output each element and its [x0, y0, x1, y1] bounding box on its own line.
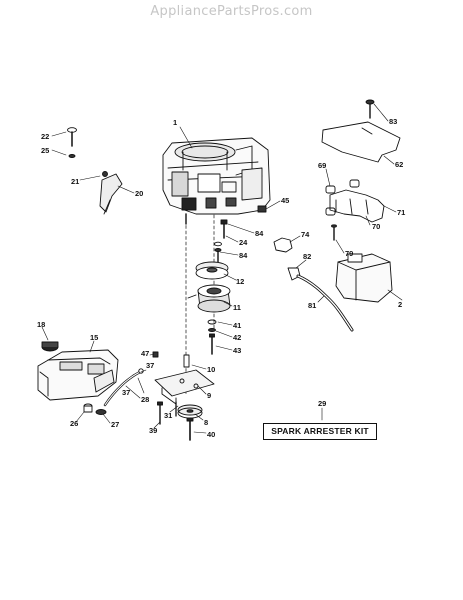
tube-81-82 [287, 267, 354, 332]
control-bracket-20 [99, 171, 123, 215]
leader-lines [41, 103, 403, 434]
callout-71: 71 [397, 208, 405, 217]
callout-12: 12 [236, 277, 244, 286]
callout-26: 26 [70, 419, 78, 428]
callout-47: 47 [141, 349, 149, 358]
screw-79 [331, 224, 337, 241]
bracket-plate-9 [152, 351, 215, 405]
pulley-12 [195, 261, 229, 280]
callout-43: 43 [233, 346, 241, 355]
watermark: AppliancePartsPros.com [150, 4, 313, 19]
callout-62: 62 [395, 160, 403, 169]
callout-27: 27 [111, 420, 119, 429]
bolts-24-84 [214, 219, 228, 263]
callout-70: 70 [372, 222, 380, 231]
callout-25: 25 [41, 146, 49, 155]
fastener-22-25 [67, 127, 77, 158]
callout-28: 28 [141, 395, 149, 404]
idler-pulley-8 [157, 401, 203, 441]
callout-82: 82 [303, 252, 311, 261]
callout-1: 1 [173, 118, 177, 127]
callout-81: 81 [308, 301, 316, 310]
hardware-41-42-43 [207, 319, 217, 355]
callout-84-lower: 84 [239, 251, 248, 260]
callout-20: 20 [135, 189, 143, 198]
muffler-2 [335, 253, 393, 303]
spark-arrester-kit-label: SPARK ARRESTER KIT [263, 423, 377, 440]
clutch-11 [187, 284, 231, 313]
heat-shield-62 [321, 99, 401, 163]
callout-84-upper: 84 [255, 229, 264, 238]
fuel-line-28 [103, 368, 144, 407]
engine [162, 137, 271, 225]
callout-79: 79 [345, 249, 353, 258]
callout-31: 31 [164, 411, 172, 420]
callout-40: 40 [207, 430, 215, 439]
bolt-45 [257, 205, 267, 213]
callout-8: 8 [204, 418, 208, 427]
callout-11: 11 [233, 303, 241, 312]
callout-29: 29 [318, 399, 326, 408]
fuel-tank-15 [37, 341, 119, 401]
callout-37-lower: 37 [122, 388, 130, 397]
callout-74: 74 [301, 230, 310, 239]
fuel-fittings-26-27 [83, 403, 107, 415]
callout-18: 18 [37, 320, 45, 329]
callout-2: 2 [398, 300, 402, 309]
callout-45: 45 [281, 196, 289, 205]
callout-10: 10 [207, 365, 215, 374]
callout-37-upper: 37 [146, 361, 154, 370]
callout-69: 69 [318, 161, 326, 170]
callout-21: 21 [71, 177, 79, 186]
sensor-74 [273, 237, 293, 253]
callout-9: 9 [207, 391, 211, 400]
callout-labels: 1 2 8 9 10 11 12 15 18 20 21 22 24 25 26… [37, 117, 405, 439]
callout-39: 39 [149, 426, 157, 435]
callout-15: 15 [90, 333, 98, 342]
exhaust-pipe-70 [325, 179, 385, 223]
callout-24: 24 [239, 238, 248, 247]
callout-42: 42 [233, 333, 241, 342]
callout-22: 22 [41, 132, 49, 141]
callout-83: 83 [389, 117, 397, 126]
callout-41: 41 [233, 321, 241, 330]
